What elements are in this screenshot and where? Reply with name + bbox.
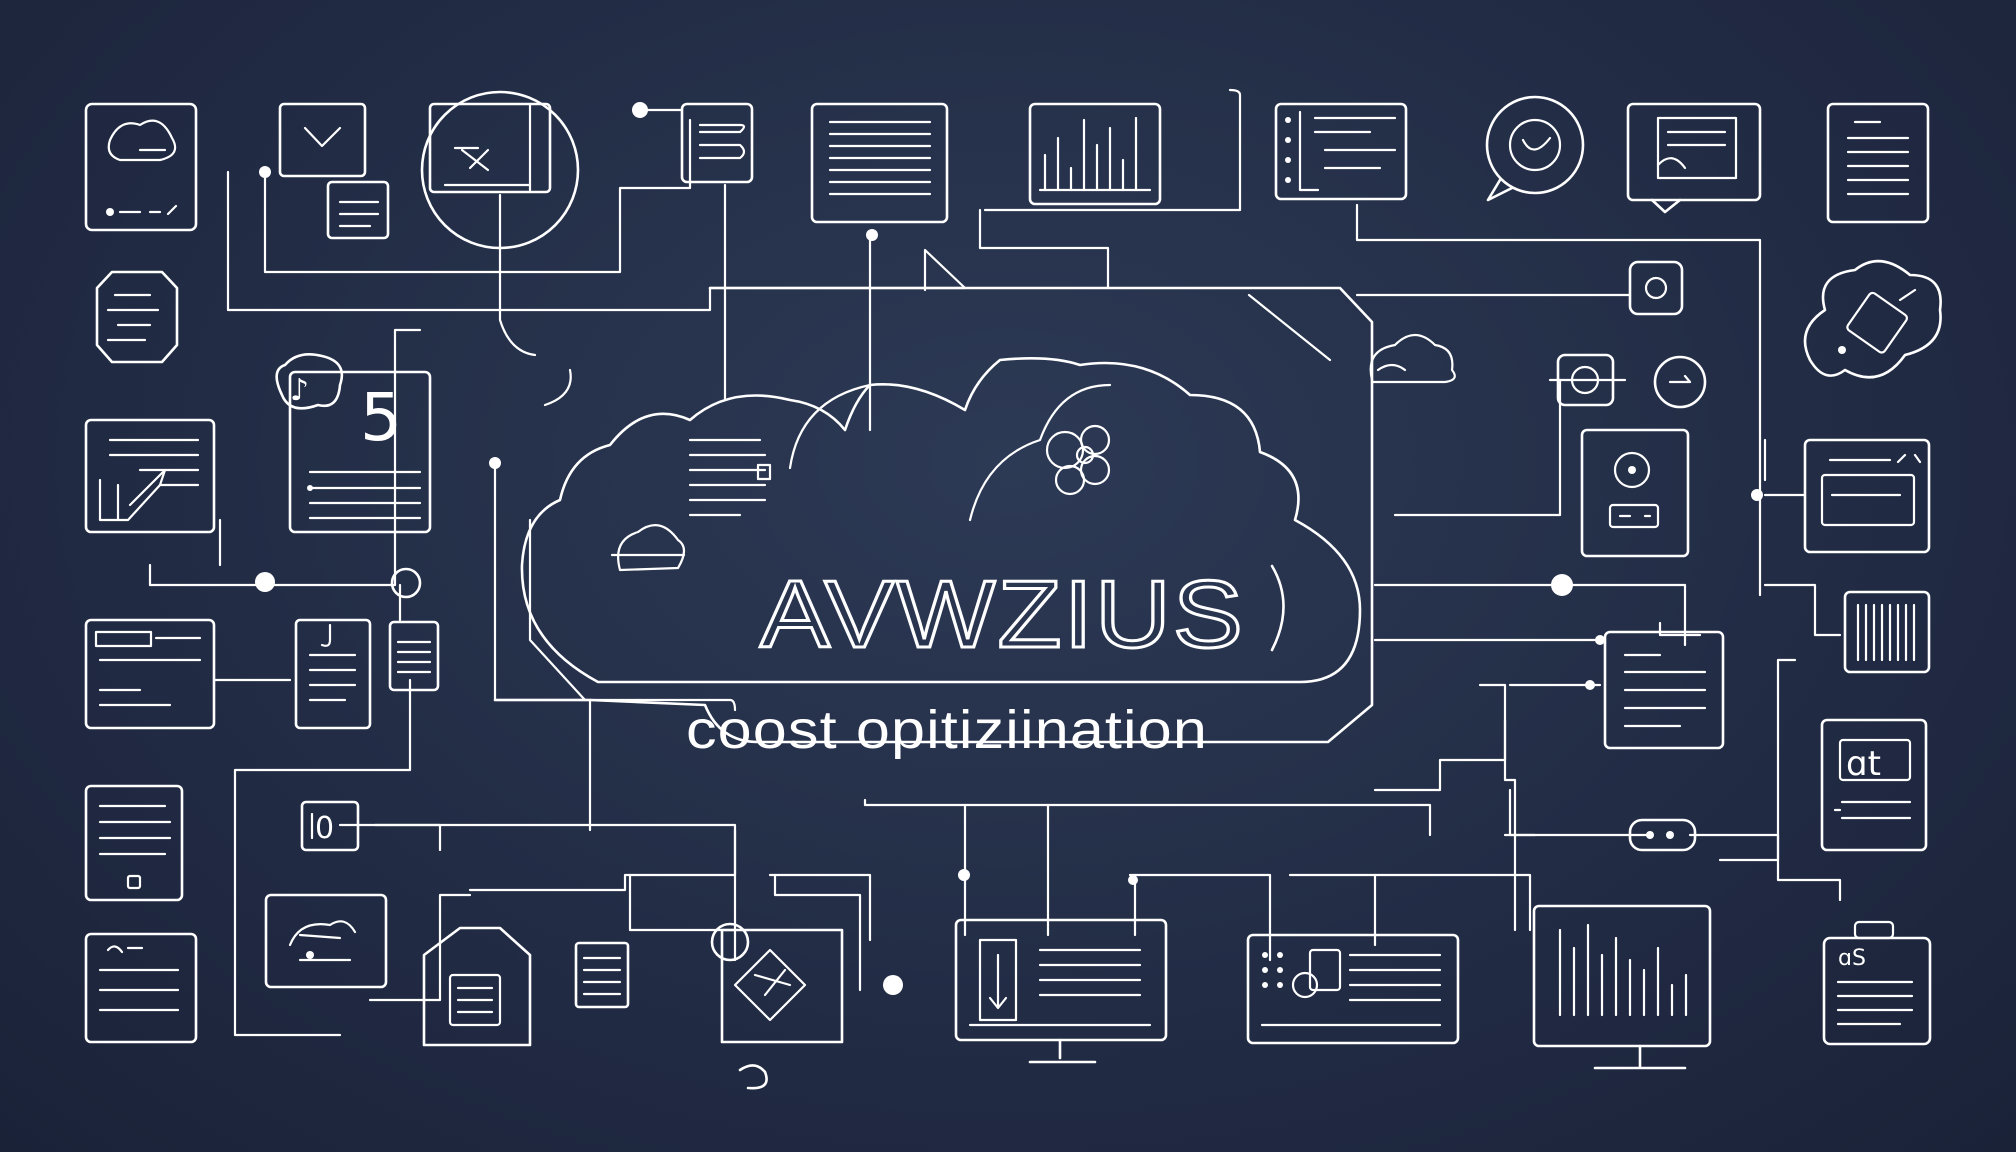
document-tall-icon	[294, 618, 372, 730]
music-note-glyph: ♪	[290, 373, 309, 408]
text-box-icon: ɑt	[1820, 718, 1928, 852]
form-card-icon	[84, 618, 216, 730]
small-cloud-icon	[1369, 333, 1456, 384]
bar-chart-monitor-icon	[1532, 904, 1712, 1070]
speaker-icon	[1580, 428, 1690, 558]
barcode-icon	[1843, 590, 1931, 674]
text-doc-icon	[84, 784, 184, 902]
tagline: coost opitiziination	[686, 700, 1208, 760]
central-cloud	[493, 286, 1374, 744]
camera-icon	[1556, 353, 1707, 409]
chart-monitor-icon	[264, 893, 388, 989]
dashboard-panel-icon	[1246, 933, 1460, 1045]
text-card-icon	[84, 932, 198, 1044]
list-tile-icon	[574, 941, 630, 1009]
lens-icon: 0	[300, 800, 360, 852]
pill-button-icon	[1628, 818, 1697, 852]
chat-bubble-icon	[1485, 95, 1585, 202]
number-glyph: 5	[360, 379, 402, 456]
lens-glyph: 0	[315, 811, 334, 846]
toggle-icon	[1628, 260, 1684, 316]
gear-cloud-icon	[1803, 259, 1942, 379]
list-card-icon	[680, 102, 754, 184]
pc-glyph: ɑS	[1838, 946, 1866, 971]
bar-chart-icon	[1028, 102, 1162, 206]
window-panel-icon	[1803, 438, 1931, 554]
monitor-arrow-icon	[954, 918, 1168, 1064]
octagon-doc-icon	[95, 270, 179, 364]
chat-card-icon	[84, 102, 198, 232]
brand-title: AVWZIUS	[759, 560, 1285, 670]
inbox-message-icon	[278, 102, 390, 240]
document-icon	[1826, 102, 1930, 224]
small-doc-icon	[388, 620, 440, 692]
briefcase-icon: ɑS	[1822, 920, 1932, 1046]
connector-lines	[148, 88, 1842, 1037]
window-magnifier-icon	[420, 90, 580, 250]
document-lines-icon	[810, 102, 949, 224]
diagram-card-icon	[84, 418, 216, 534]
text-box-glyph: ɑt	[1846, 744, 1881, 784]
junction-dots	[255, 102, 1763, 995]
tag-diagram-icon	[710, 922, 844, 1090]
brand-wordmark: AVWZIUS	[760, 561, 1245, 668]
text-document-icon	[1603, 621, 1725, 750]
checklist-icon	[1274, 102, 1408, 201]
number-card-icon: ♪ 5	[275, 353, 432, 534]
house-list-icon	[422, 926, 532, 1047]
presentation-icon	[1626, 102, 1762, 214]
